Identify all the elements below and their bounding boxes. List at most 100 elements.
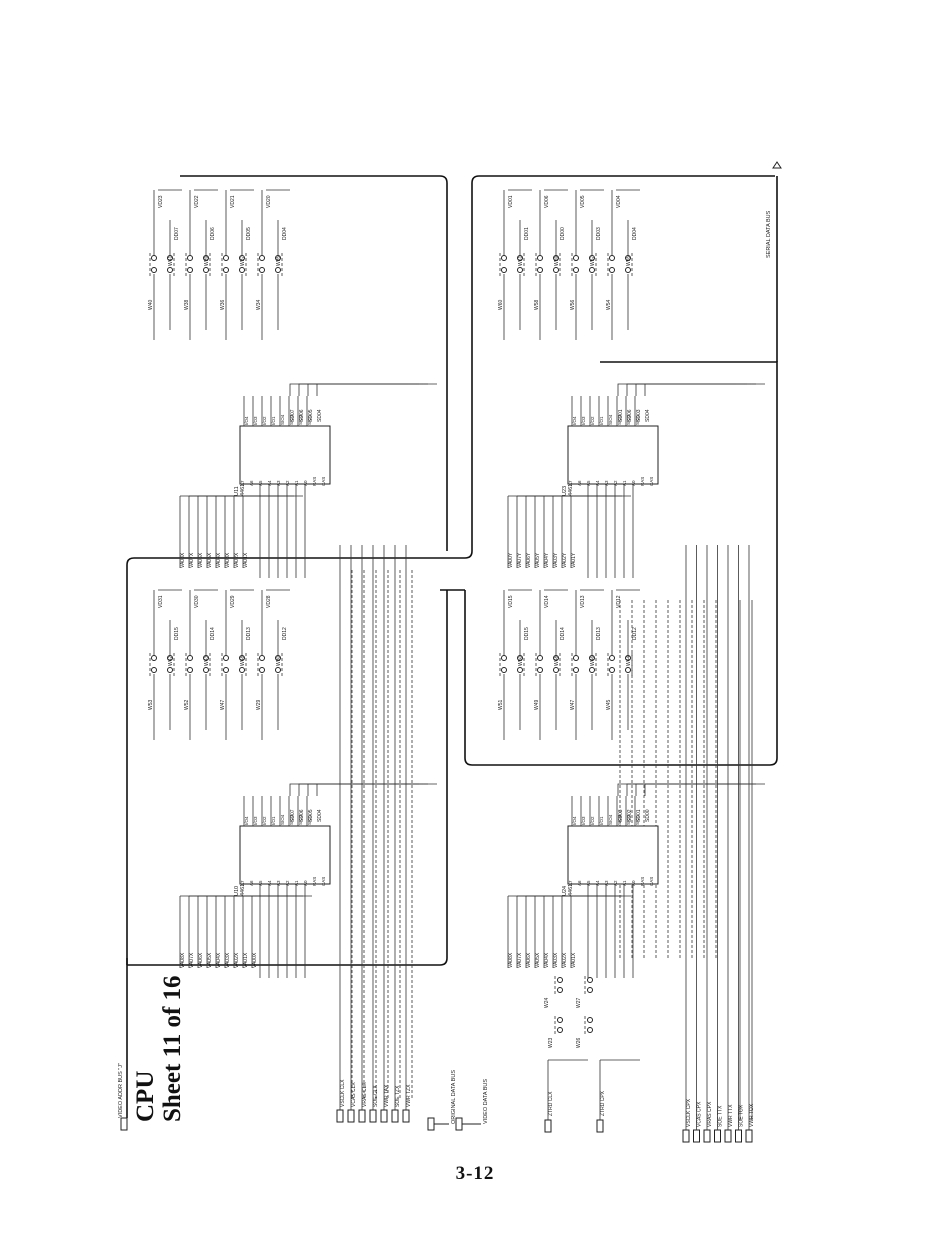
dd-label: DD14 <box>560 627 566 640</box>
pin-label: A3 <box>276 480 281 486</box>
addr-label: VA02Y <box>562 552 568 568</box>
pin-label: A0 <box>631 880 636 886</box>
input-bottom-label: SOE TOX <box>739 1104 745 1127</box>
sd-label: SD05 <box>308 409 314 422</box>
addr-label: VA01X <box>243 952 249 968</box>
pin-label: A3 <box>604 480 609 486</box>
input-top-label: SOE CLX <box>373 1085 379 1107</box>
jumper-label: W44 <box>626 656 632 667</box>
jumper-pin <box>553 267 559 273</box>
jumper-label: W59 <box>554 256 560 267</box>
addr-label: VA08X <box>180 552 186 568</box>
jumper-pin <box>553 255 559 261</box>
io-label: I/O2 <box>262 816 267 825</box>
jumper-pin <box>517 655 523 661</box>
wiring <box>120 161 782 1143</box>
pin-label: A7 <box>240 480 245 486</box>
jumper-link <box>221 252 247 276</box>
jumper-pin <box>223 255 229 261</box>
vd-label: VD14 <box>544 595 550 608</box>
input-mid-label: ZTRD CPX <box>600 1090 606 1116</box>
pin-label: A1 <box>622 480 627 486</box>
input-bottom-connector-icon <box>682 1129 690 1143</box>
sd-wire <box>307 783 428 796</box>
jumper-pin <box>275 267 281 273</box>
jumper-pin <box>223 267 229 273</box>
jumper-pin <box>203 655 209 661</box>
io-label: SIO4 <box>608 814 613 825</box>
pin-label: A1 <box>294 880 299 886</box>
jumper-label: W53 <box>148 700 154 711</box>
io-label: SIO1 <box>635 814 640 825</box>
addr-label: VA04X <box>216 552 222 568</box>
vd-label: VD22 <box>194 195 200 208</box>
jumper-pin <box>167 655 173 661</box>
pin-label: A6 <box>249 480 254 486</box>
jumper-label: W60 <box>498 300 504 311</box>
sd-label: SD07 <box>290 809 296 822</box>
addr-label: VA04X <box>216 952 222 968</box>
sd-wire <box>644 383 765 396</box>
addr-label: VA02X <box>234 552 240 568</box>
sd-label: SD06 <box>299 409 305 422</box>
jumper-link <box>571 252 597 276</box>
jumper-w27-pin <box>587 977 593 983</box>
jumper-pin <box>167 267 173 273</box>
jumper-pin <box>187 667 193 673</box>
jumper-pin <box>609 655 615 661</box>
pin-label: CAS <box>649 877 654 886</box>
pin-label: A2 <box>285 880 290 886</box>
addr-label: VA00Y <box>508 552 514 568</box>
jumper-pin <box>203 255 209 261</box>
io-label: SIO2 <box>298 414 303 425</box>
jumper-pin <box>259 667 265 673</box>
chip-body <box>239 825 331 885</box>
chip-ref: U10 <box>234 886 240 896</box>
jumper-pin <box>517 667 523 673</box>
input-top-connector-icon <box>402 1109 410 1123</box>
input-bottom-label: VCAS CPX <box>697 1101 703 1127</box>
jumper-label: W26 <box>576 1038 582 1049</box>
pin-label: A3 <box>276 880 281 886</box>
jumper-pin <box>203 667 209 673</box>
sd-label: SD01 <box>636 809 642 822</box>
io-label: SIO3 <box>617 814 622 825</box>
jumper-pin <box>609 255 615 261</box>
jumper-link <box>185 252 211 276</box>
pin-label: A5 <box>586 880 591 886</box>
jumper-label: W48 <box>240 656 246 667</box>
io-label: I/O2 <box>590 416 595 425</box>
input-top-connector-icon <box>347 1109 355 1123</box>
jumper-pin <box>609 667 615 673</box>
addr-label: VA01X <box>571 952 577 968</box>
sd-wire <box>307 383 428 396</box>
sd-label: SD04 <box>317 409 323 422</box>
jumper-pin <box>573 667 579 673</box>
title-line-2: Sheet 11 of 16 <box>159 975 186 1122</box>
jumper-label: W42 <box>168 656 174 667</box>
jumper-pin <box>259 267 265 273</box>
io-label: SIO1 <box>307 414 312 425</box>
addr-label: VA02X <box>234 952 240 968</box>
jumper-link <box>257 252 283 276</box>
jumper-pin <box>223 655 229 661</box>
jumper-link <box>571 652 597 676</box>
jumper-pin <box>537 667 543 673</box>
addr-label: VA01X <box>243 552 249 568</box>
input-top-connector-icon <box>369 1109 377 1123</box>
input-mid-connector-icon <box>544 1119 552 1133</box>
jumper-link <box>607 652 633 676</box>
jumper-label: W52 <box>184 700 190 711</box>
input-top-label: VCAS CLX <box>351 1082 357 1107</box>
input-bottom-connector-icon <box>693 1129 700 1143</box>
jumper-label: W49 <box>534 700 540 711</box>
input-top-label: VRAS CLX <box>362 1082 368 1107</box>
jumper-pin <box>187 255 193 261</box>
dd-label: DD15 <box>524 627 530 640</box>
sd-label: SD00 <box>645 809 651 822</box>
jumper-label: W35 <box>276 256 282 267</box>
jumper-pin <box>517 267 523 273</box>
jumper-pin <box>275 655 281 661</box>
